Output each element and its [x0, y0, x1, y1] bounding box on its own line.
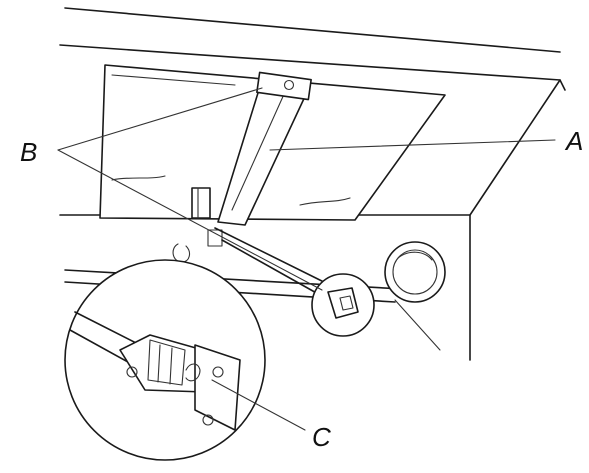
round-knob [385, 242, 445, 302]
label-c: C [312, 422, 331, 452]
label-a: A [564, 126, 583, 156]
label-b: B [20, 137, 37, 167]
detail-magnifier [65, 260, 265, 460]
